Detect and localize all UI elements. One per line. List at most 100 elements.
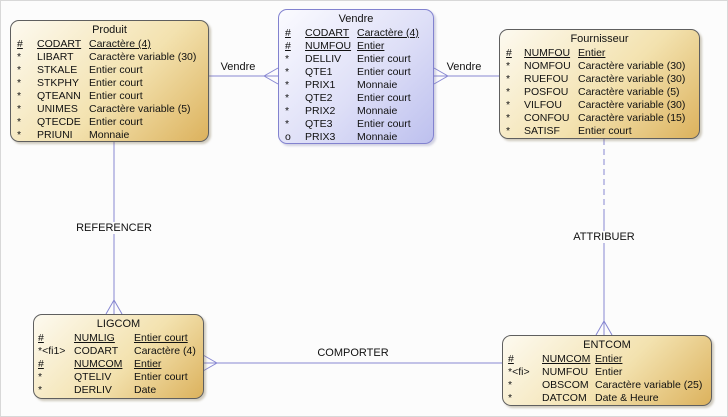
- attribute-type: Entier court: [357, 66, 411, 78]
- attribute-name: PRIX1: [305, 79, 336, 91]
- relationship-label-referencer[interactable]: REFERENCER: [73, 222, 155, 234]
- attribute-name: STKPHY: [37, 77, 80, 89]
- attribute-type: Entier court: [89, 77, 143, 89]
- attribute-type: Monnaie: [357, 131, 398, 143]
- attribute-name: LIBART: [37, 51, 74, 63]
- attribute-type: Date: [134, 384, 157, 396]
- attribute-type: Entier: [595, 366, 623, 378]
- entity-title: Produit: [92, 24, 127, 36]
- attribute-name: DERLIV: [74, 384, 112, 396]
- attribute-name: NUMFOU: [305, 40, 352, 52]
- attribute-type: Caractère variable (5): [89, 103, 191, 115]
- attribute-flag: *: [17, 129, 22, 141]
- relationship-label-comporter[interactable]: COMPORTER: [314, 347, 392, 359]
- attribute-flag: #: [38, 332, 44, 344]
- attribute-type: Entier court: [89, 90, 143, 102]
- attribute-type: Caractère variable (30): [89, 51, 197, 63]
- attribute-type: Entier court: [357, 118, 411, 130]
- attribute-row: * SATISF Entier court: [506, 125, 696, 138]
- attribute-type: Caractère (4): [134, 345, 196, 357]
- attribute-name: NUMFOU: [542, 366, 589, 378]
- relationship-line-vendre-right[interactable]: [433, 67, 499, 85]
- attribute-name: QTECDE: [37, 116, 81, 128]
- attribute-name: SATISF: [524, 125, 560, 137]
- attribute-name: UNIMES: [37, 103, 78, 115]
- attribute-flag: *: [17, 103, 22, 115]
- attribute-flag: *: [285, 105, 290, 117]
- attribute-flag: *<fi1>: [38, 345, 66, 357]
- attribute-flag: #: [285, 27, 291, 39]
- attribute-flag: #: [285, 40, 291, 52]
- attribute-name: DATCOM: [542, 392, 587, 404]
- attribute-name: RUEFOU: [524, 73, 569, 85]
- attribute-type: Caractère variable (15): [578, 112, 686, 124]
- attribute-flag: *: [38, 384, 43, 396]
- attribute-flag: #: [17, 38, 23, 50]
- attribute-name: QTELIV: [74, 371, 112, 383]
- attribute-flag: *: [285, 66, 290, 78]
- attribute-flag: *: [508, 379, 513, 391]
- attribute-name: STKALE: [37, 64, 78, 76]
- attribute-row: * LIBART Caractère variable (30): [17, 51, 205, 64]
- attribute-type: Entier court: [357, 92, 411, 104]
- entity-vendre[interactable]: Vendre # CODART Caractère (4) # NUMFOU Entier…: [278, 9, 434, 144]
- attribute-name: CODART: [74, 345, 119, 357]
- attribute-name: QTEANN: [37, 90, 81, 102]
- attribute-name: CODART: [305, 27, 350, 39]
- relationship-label-attribuer[interactable]: ATTRIBUER: [570, 231, 638, 243]
- attribute-flag: *: [508, 392, 513, 404]
- relationship-line-referencer[interactable]: [105, 142, 123, 315]
- attribute-type: Entier court: [578, 125, 632, 137]
- attribute-flag: *: [17, 90, 22, 102]
- attribute-type: Entier court: [134, 371, 188, 383]
- attribute-flag: *: [285, 53, 290, 65]
- entity-title: Vendre: [338, 13, 374, 25]
- attribute-type: Monnaie: [357, 79, 398, 91]
- attribute-type: Caractère variable (30): [578, 60, 686, 72]
- relationship-label-vendre-left[interactable]: Vendre: [217, 61, 259, 73]
- attribute-type: Entier court: [357, 53, 411, 65]
- attribute-type: Caractère (4): [89, 38, 151, 50]
- attribute-type: Entier: [578, 47, 606, 59]
- attribute-flag: o: [285, 131, 291, 143]
- attribute-type: Monnaie: [89, 129, 130, 141]
- attribute-name: QTE3: [305, 118, 333, 130]
- attribute-type: Entier: [357, 40, 385, 52]
- attribute-flag: *: [17, 51, 22, 63]
- relationship-label-vendre-right[interactable]: Vendre: [443, 61, 485, 73]
- attribute-type: Caractère (4): [357, 27, 419, 39]
- attribute-name: PRIX3: [305, 131, 336, 143]
- attribute-flag: *: [285, 92, 290, 104]
- entity-title: LIGCOM: [96, 318, 141, 330]
- relationship-line-vendre-left[interactable]: [209, 67, 279, 85]
- relationship-line-comporter[interactable]: [202, 354, 502, 372]
- attribute-flag: *: [506, 125, 511, 137]
- attribute-flag: *: [38, 371, 43, 383]
- attribute-row: * DERLIV Date: [38, 384, 200, 397]
- attribute-name: POSFOU: [524, 86, 569, 98]
- attribute-row: o PRIX3 Monnaie: [285, 131, 430, 144]
- attribute-flag: *: [506, 86, 511, 98]
